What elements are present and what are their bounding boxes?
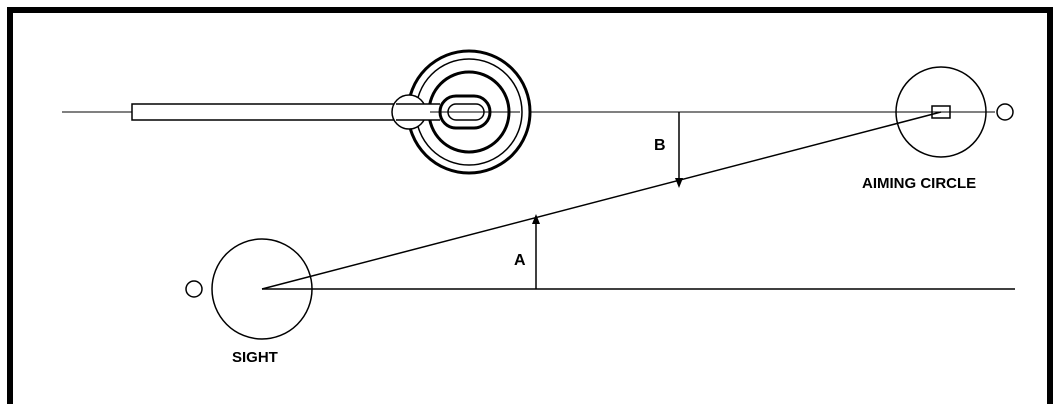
instrument-barrel (131, 103, 408, 121)
angle-a-label: A (514, 252, 526, 269)
instrument-head (391, 49, 532, 175)
angle-b-label: B (654, 137, 666, 154)
diagram-frame (7, 7, 1053, 404)
line-of-sight (261, 111, 942, 290)
sight-label: SIGHT (232, 349, 278, 366)
aiming-circle-symbol (895, 66, 1014, 158)
aiming-circle-label: AIMING CIRCLE (862, 175, 976, 192)
